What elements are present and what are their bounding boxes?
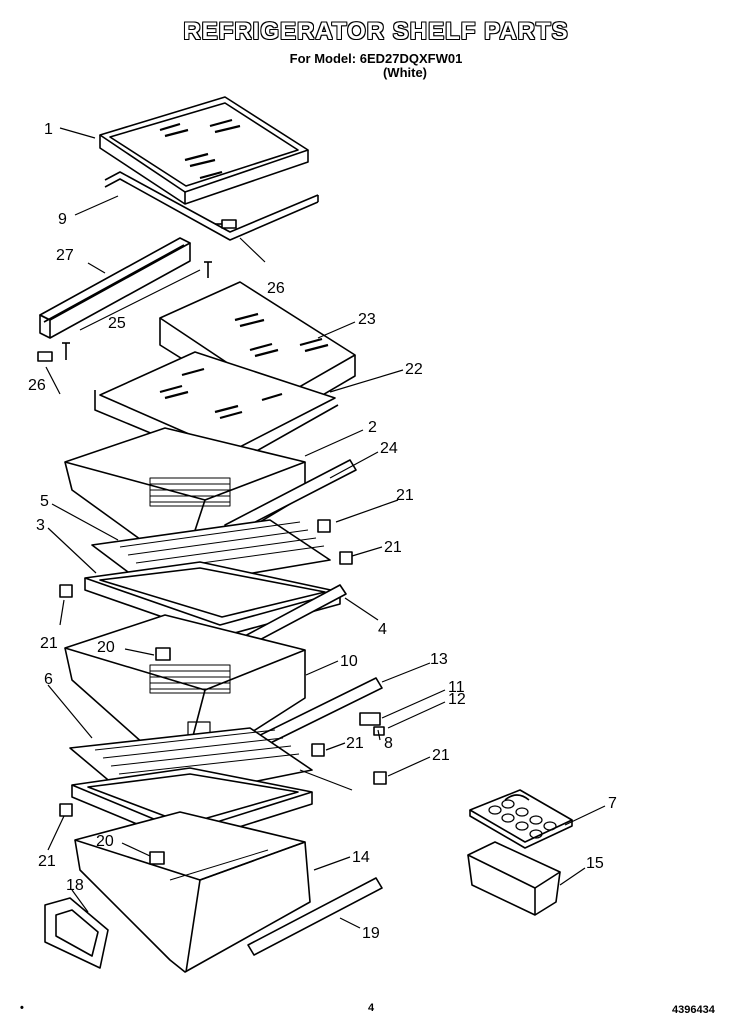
leader-lines [45, 127, 606, 929]
label-part-27: 27 [56, 247, 74, 264]
part-1-glass-shelf [99, 96, 309, 205]
part-19-rod [247, 877, 383, 956]
screws [59, 519, 387, 865]
label-part-21d: 21 [346, 735, 364, 752]
label-part-25: 25 [108, 315, 126, 332]
part-7-egg-tray [469, 789, 573, 849]
label-part-24: 24 [380, 440, 398, 457]
label-part-14: 14 [352, 849, 370, 866]
part-25-pin-lower [62, 342, 70, 360]
label-part-13: 13 [430, 651, 448, 668]
label-part-23: 23 [358, 311, 376, 328]
part-3-cover-frame [84, 561, 341, 638]
label-part-5: 5 [40, 493, 49, 510]
label-part-7: 7 [608, 795, 617, 812]
part-labels: 1 9 27 26 25 23 22 26 2 24 5 21 3 21 21 … [28, 121, 617, 942]
label-part-4: 4 [378, 621, 387, 638]
part-26-screw-lower [37, 351, 53, 362]
label-part-19: 19 [362, 925, 380, 942]
part-9-shelf-frame [104, 171, 319, 241]
footer-dot: • [20, 1002, 24, 1014]
part-27-rail [39, 237, 191, 339]
label-part-21a: 21 [396, 487, 414, 504]
label-part-8: 8 [384, 735, 393, 752]
part-26-screw-upper [215, 219, 237, 229]
label-part-2: 2 [368, 419, 377, 436]
label-part-21c: 21 [40, 635, 58, 652]
label-part-21e: 21 [432, 747, 450, 764]
part-15-bin [467, 841, 561, 916]
model-line: For Model: 6ED27DQXFW01 [289, 51, 463, 66]
label-part-6: 6 [44, 671, 53, 688]
label-part-3: 3 [36, 517, 45, 534]
part-25-pin-upper [204, 261, 212, 278]
page-title: REFRIGERATOR SHELF PARTS [183, 18, 569, 45]
lower-cover-frame [71, 767, 313, 845]
label-part-20a: 20 [97, 639, 115, 656]
page-number: 4 [368, 1002, 375, 1014]
part-11-bracket [359, 712, 381, 726]
label-part-15: 15 [586, 855, 604, 872]
label-part-20b: 20 [96, 833, 114, 850]
label-part-21f: 21 [38, 853, 56, 870]
color-line: (White) [382, 65, 428, 80]
label-part-18: 18 [66, 877, 84, 894]
part-14-drawer [74, 811, 311, 973]
part-18-label [44, 897, 109, 969]
label-part-22: 22 [405, 361, 423, 378]
label-part-10: 10 [340, 653, 358, 670]
label-part-21b: 21 [384, 539, 402, 556]
label-part-1: 1 [44, 121, 53, 138]
label-part-26a: 26 [267, 280, 285, 297]
label-part-12: 12 [448, 691, 466, 708]
label-part-11: 11 [448, 679, 465, 696]
doc-number: 4396434 [672, 1004, 715, 1016]
label-part-26b: 26 [28, 377, 46, 394]
label-part-9: 9 [58, 211, 67, 228]
